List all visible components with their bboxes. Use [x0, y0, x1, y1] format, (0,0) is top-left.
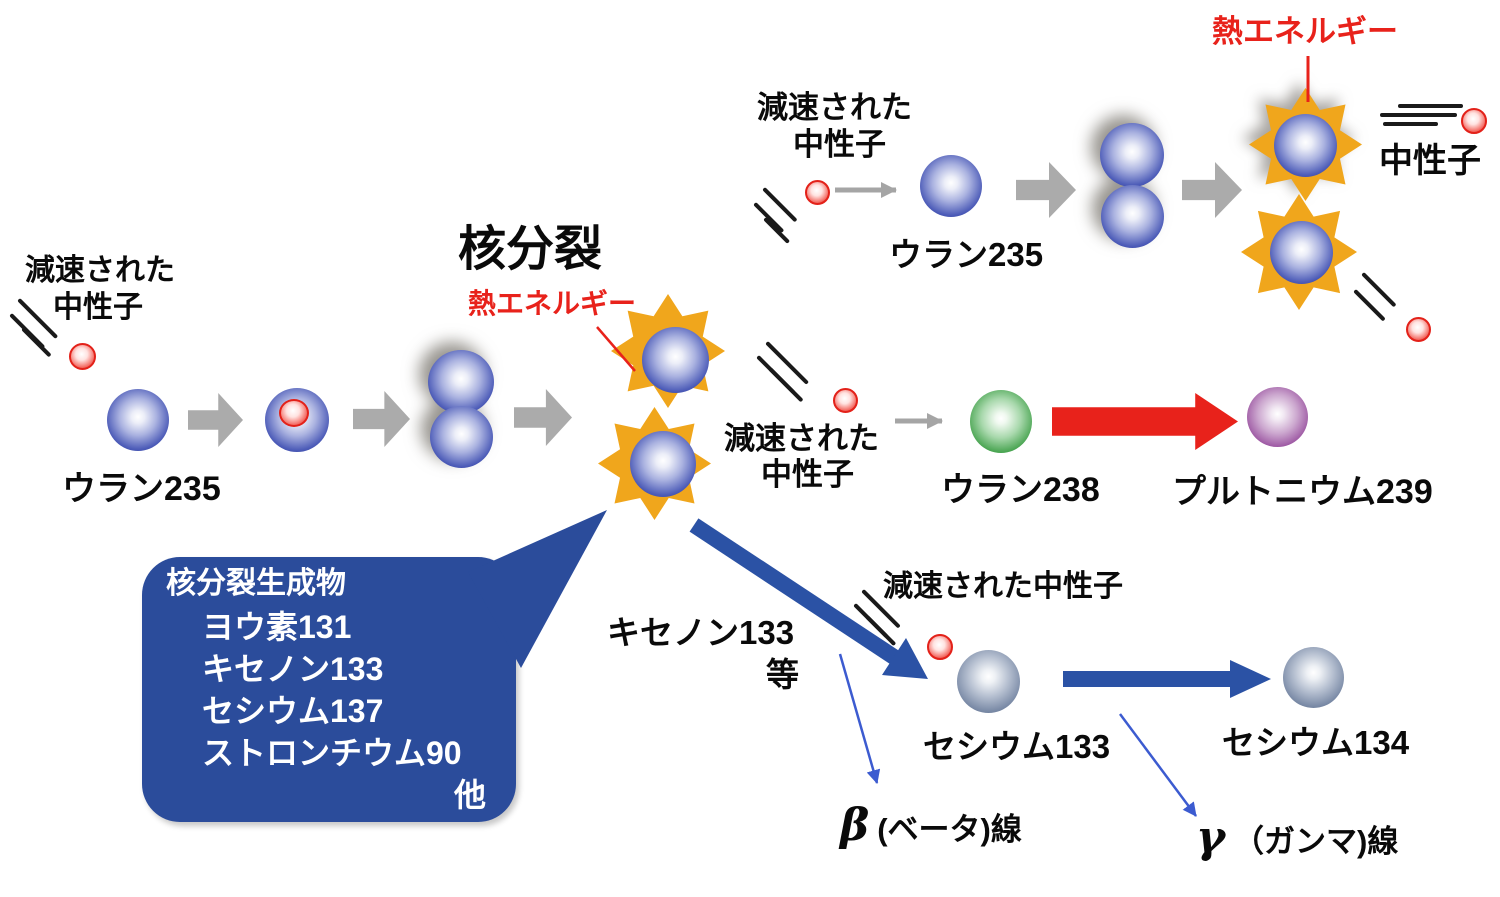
- breeding-moderated-neutron-label-line2: 中性子: [761, 457, 854, 492]
- nucleus-lobe-sphere: [430, 406, 493, 468]
- cesium133-label: セシウム133: [923, 728, 1111, 765]
- gamma-ray-label: γ （ガンマ)線: [1196, 812, 1398, 863]
- fission-fragment-sphere: [1274, 114, 1337, 177]
- step-arrow-icon: [1016, 162, 1076, 218]
- fission-fragment-sphere: [642, 327, 709, 393]
- main-uranium235-label: ウラン235: [62, 470, 221, 508]
- ejected-neutron-label: 中性子: [1379, 142, 1481, 180]
- uranium235-sphere: [920, 155, 982, 217]
- xenon133-label: キセノン133: [607, 614, 795, 651]
- nucleus-lobe-sphere: [428, 350, 494, 414]
- fission-title: 核分裂: [458, 223, 603, 276]
- speed-line-icon: [1383, 122, 1438, 126]
- gamma-symbol: γ: [1196, 812, 1226, 863]
- speed-line-icon: [1380, 113, 1457, 117]
- step-arrow-icon: [188, 393, 243, 447]
- absorbed-neutron-sphere: [279, 399, 309, 427]
- main-thermal-energy-label: 熱エネルギー: [468, 288, 637, 319]
- speed-line-icon: [1398, 104, 1463, 108]
- fission-fragment-sphere: [630, 431, 696, 497]
- fission-fragment-sphere: [1270, 221, 1333, 284]
- plutonium239-sphere: [1247, 387, 1308, 447]
- activation-arrow-head: [1230, 660, 1271, 698]
- cesium134-sphere: [1283, 647, 1344, 708]
- cesium133-sphere: [957, 650, 1020, 713]
- transmutation-arrow-icon: [1052, 393, 1238, 450]
- top-uranium235-label: ウラン235: [889, 236, 1044, 273]
- main-moderated-neutron-label-line2: 中性子: [53, 291, 143, 324]
- step-arrow-icon: [1182, 162, 1242, 218]
- nucleus-lobe-sphere: [1100, 123, 1164, 187]
- fission-products-callout: 核分裂生成物 ヨウ素131 キセノン133 セシウム137 ストロンチウム90 …: [142, 557, 516, 822]
- neutron-sphere: [927, 634, 953, 660]
- callout-other: 他: [453, 777, 486, 813]
- callout-title: 核分裂生成物: [166, 567, 346, 600]
- step-arrow-icon: [353, 391, 410, 447]
- bottom-moderated-neutron-label: 減速された中性子: [883, 570, 1123, 603]
- top-thermal-energy-label: 熱エネルギー: [1212, 14, 1398, 49]
- nucleus-lobe-sphere: [1101, 185, 1164, 248]
- step-arrow-icon: [514, 389, 572, 446]
- top-moderated-neutron-label-line1: 減速された: [757, 90, 912, 125]
- callout-item-cesium137: セシウム137: [202, 693, 384, 729]
- speed-slash-icon: [765, 341, 810, 385]
- main-moderated-neutron-label-line1: 減速された: [25, 254, 175, 287]
- plutonium239-label: プルトニウム239: [1172, 473, 1433, 511]
- neutron-sphere: [69, 343, 96, 370]
- beta-pointer-arrow-icon: [838, 653, 881, 784]
- uranium235-sphere: [107, 389, 169, 451]
- ejected-neutron-sphere: [1406, 317, 1431, 342]
- xenon-etc-label: 等: [766, 656, 799, 693]
- speed-slash-icon: [763, 217, 791, 244]
- cesium134-label: セシウム134: [1222, 724, 1410, 761]
- callout-item-xenon133: キセノン133: [202, 651, 384, 687]
- beta-text: (ベータ)線: [877, 812, 1022, 847]
- beta-symbol: β: [840, 800, 870, 851]
- uranium238-label: ウラン238: [941, 471, 1100, 509]
- neutron-sphere: [833, 388, 858, 413]
- breeding-moderated-neutron-label-line1: 減速された: [724, 421, 879, 456]
- neutron-sphere: [805, 180, 830, 205]
- gamma-text: （ガンマ)線: [1233, 824, 1399, 859]
- uranium238-sphere: [970, 390, 1032, 453]
- beta-ray-label: β (ベータ)線: [840, 800, 1022, 851]
- callout-item-iodine131: ヨウ素131: [202, 609, 352, 645]
- ejected-neutron-sphere: [1461, 108, 1487, 134]
- callout-item-strontium90: ストロンチウム90: [202, 735, 462, 771]
- gamma-pointer-arrow-icon: [1118, 713, 1198, 817]
- decay-arrow-head: [882, 638, 928, 679]
- top-moderated-neutron-label-line2: 中性子: [793, 127, 886, 162]
